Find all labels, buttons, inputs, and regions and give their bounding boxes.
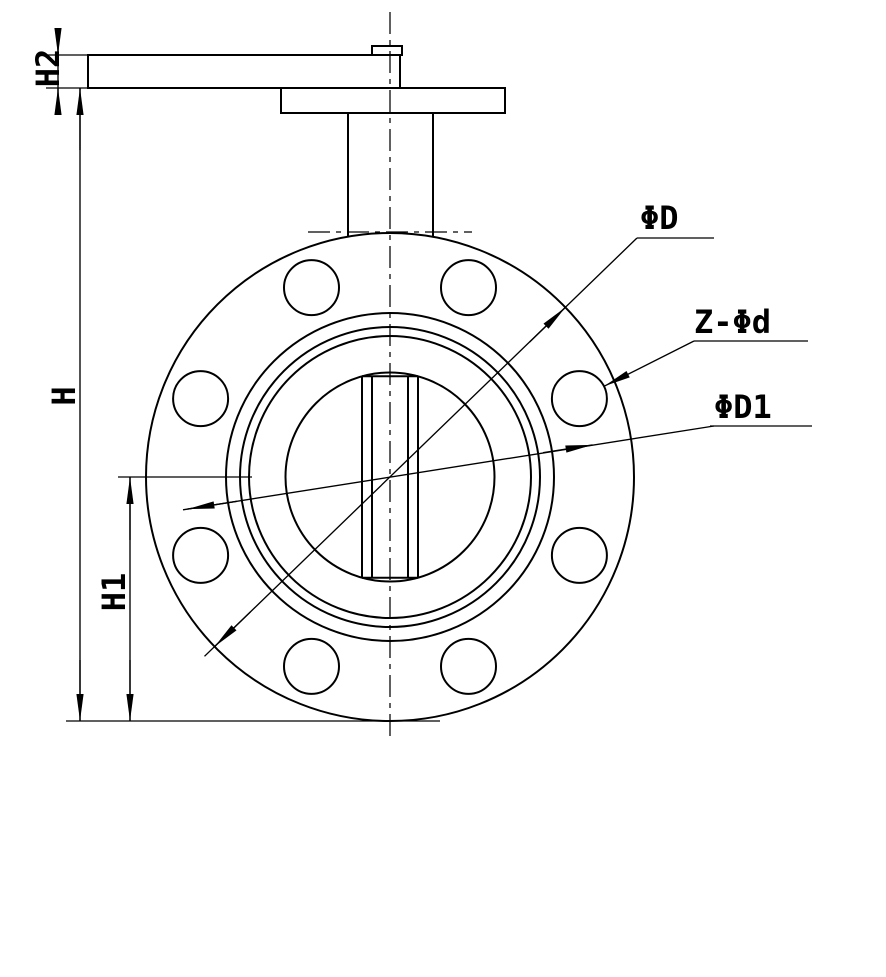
phi-d-diameter-line [204,237,638,657]
label-phi-d1: ΦD1 [714,388,772,426]
bore-circle [284,371,496,583]
bolt-hole [550,370,608,428]
dimensions [46,28,812,722]
top-flange-plate [280,87,506,114]
bolt-hole [440,637,497,695]
phi-d1-diameter-line [182,425,715,511]
centerlines [308,12,472,737]
bolt-hole [550,526,608,584]
handle-hub [371,45,403,56]
bolt-hole [172,526,230,584]
handle-bar [87,54,401,89]
phi-d1-arrow-right [542,444,593,454]
z-phi-d-leader-arrow [603,340,695,387]
label-phi-d: ΦD [640,199,679,237]
phi-d1-arrow-left [187,500,238,510]
phi-d-arrow-lower [214,611,251,648]
label-h2: H2 [29,49,67,88]
bolt-hole [440,259,497,317]
labels: H2 H H1 ΦD Z-Φd ΦD1 [29,49,772,612]
bolt-hole [283,637,340,695]
bolt-hole [172,370,230,428]
label-h1: H1 [95,573,133,612]
phi-d-arrow-upper [529,306,566,343]
valve-body [87,45,635,722]
label-z-phi-d: Z-Φd [694,303,771,341]
label-h: H [45,386,83,405]
bolt-hole [283,259,340,317]
